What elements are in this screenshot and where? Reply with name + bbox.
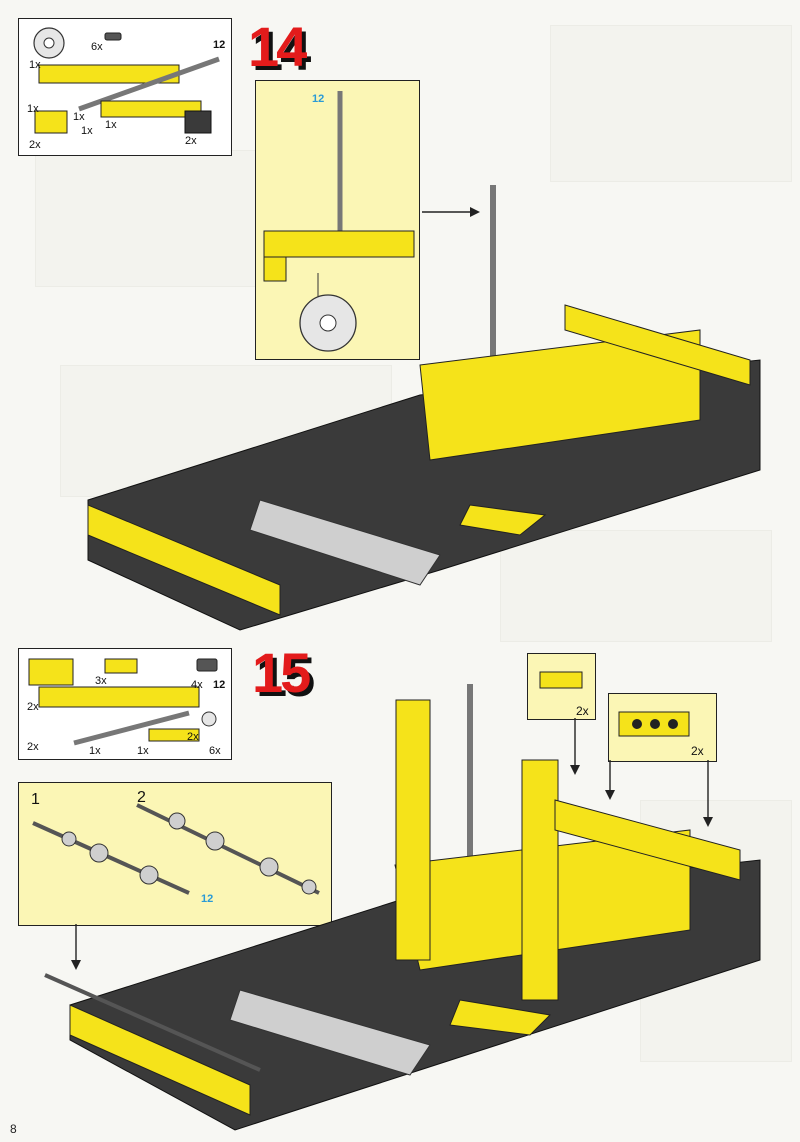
step15-part-count: 1x <box>137 745 149 757</box>
bush-icon <box>201 711 217 727</box>
step14-parts-list: 1x 6x 12 1x 1x 1x 1x 2x 2x <box>18 18 232 156</box>
beam-art <box>618 711 690 737</box>
step15-part-count: 3x <box>95 675 107 687</box>
step15-parts-art <box>28 658 218 746</box>
step15-number: 15 <box>252 641 311 704</box>
step14-part-count: 1x <box>29 59 41 71</box>
plate-small-icon <box>104 658 138 674</box>
step14-part-count: 2x <box>29 139 41 151</box>
pin-icon <box>196 658 218 672</box>
plate-icon <box>100 100 202 118</box>
yellow-plate <box>449 999 552 1036</box>
page-number: 8 <box>10 1122 17 1136</box>
step14-subassembly-panel: 12 <box>255 80 420 360</box>
ghost-art-top-right <box>550 25 792 182</box>
ghost-art-left <box>35 150 257 287</box>
yellow-front-beam <box>69 1004 251 1116</box>
brick-yellow-icon <box>34 110 68 134</box>
step15-part-count: 2x <box>187 731 199 743</box>
beam-long-icon <box>38 686 200 708</box>
axle-icon <box>136 803 320 895</box>
step15-plate-count: 2x <box>576 704 589 718</box>
axle-subassembly-art <box>32 803 320 895</box>
universal-joint-icon <box>259 857 279 877</box>
step14-part-count: 1x <box>81 125 93 137</box>
step15-part-count: 2x <box>27 701 39 713</box>
yellow-side-beam <box>554 799 741 881</box>
plate-icon <box>539 671 583 689</box>
yellow-side-beam <box>564 304 751 386</box>
brick-black-icon <box>184 110 212 134</box>
beam-icon <box>263 230 415 258</box>
step14-part-count: 1x <box>105 119 117 131</box>
step15-beam-count: 2x <box>691 744 704 758</box>
step14-subassembly-art <box>263 91 415 352</box>
substep-1-label: 1 <box>31 791 40 808</box>
yellow-plate <box>459 504 547 536</box>
step14-part-count: 1x <box>27 103 39 115</box>
plate-art <box>539 671 583 689</box>
steering-rack <box>249 499 441 586</box>
step14-model-art <box>87 185 761 631</box>
step15-parts-list: 3x 4x 12 2x 2x 1x 1x 2x 6x <box>18 648 232 760</box>
pin-icon <box>104 32 122 41</box>
step14-part-count: 1x <box>73 111 85 123</box>
plate-icon <box>148 728 200 742</box>
step15-axle-length-label: 12 <box>201 893 214 905</box>
substep-2-label: 2 <box>137 789 146 806</box>
step14-axle-length: 12 <box>213 39 226 51</box>
step15-part-count: 2x <box>27 741 39 753</box>
steering-rack <box>229 989 431 1076</box>
step15-beam-panel: 2x <box>608 693 717 762</box>
step14-number: 14 <box>248 15 307 78</box>
step14-parts-art <box>33 27 220 134</box>
universal-joint-icon <box>205 831 225 851</box>
step14-part-count: 6x <box>91 41 103 53</box>
step15-part-count: 1x <box>89 745 101 757</box>
steering-axle <box>44 973 261 1072</box>
ghost-art-mid-right <box>500 530 772 642</box>
step14-part-count: 2x <box>185 135 197 147</box>
step14-axle-length-label: 12 <box>312 93 325 105</box>
axle-icon <box>73 710 190 746</box>
yellow-front-beam <box>87 504 281 616</box>
vertical-beam-right <box>521 759 559 1001</box>
axle-icon <box>32 821 190 895</box>
step15-axle-subassembly-panel: 1 2 12 <box>18 782 332 926</box>
brick-icon <box>28 658 74 686</box>
step15-part-count: 6x <box>209 745 221 757</box>
universal-joint-icon <box>89 843 109 863</box>
universal-joint-icon <box>139 865 159 885</box>
step15-axle-length: 12 <box>213 679 226 691</box>
step15-part-count: 4x <box>191 679 203 691</box>
step15-plate-panel: 2x <box>527 653 596 720</box>
vertical-beam-left <box>395 699 431 961</box>
